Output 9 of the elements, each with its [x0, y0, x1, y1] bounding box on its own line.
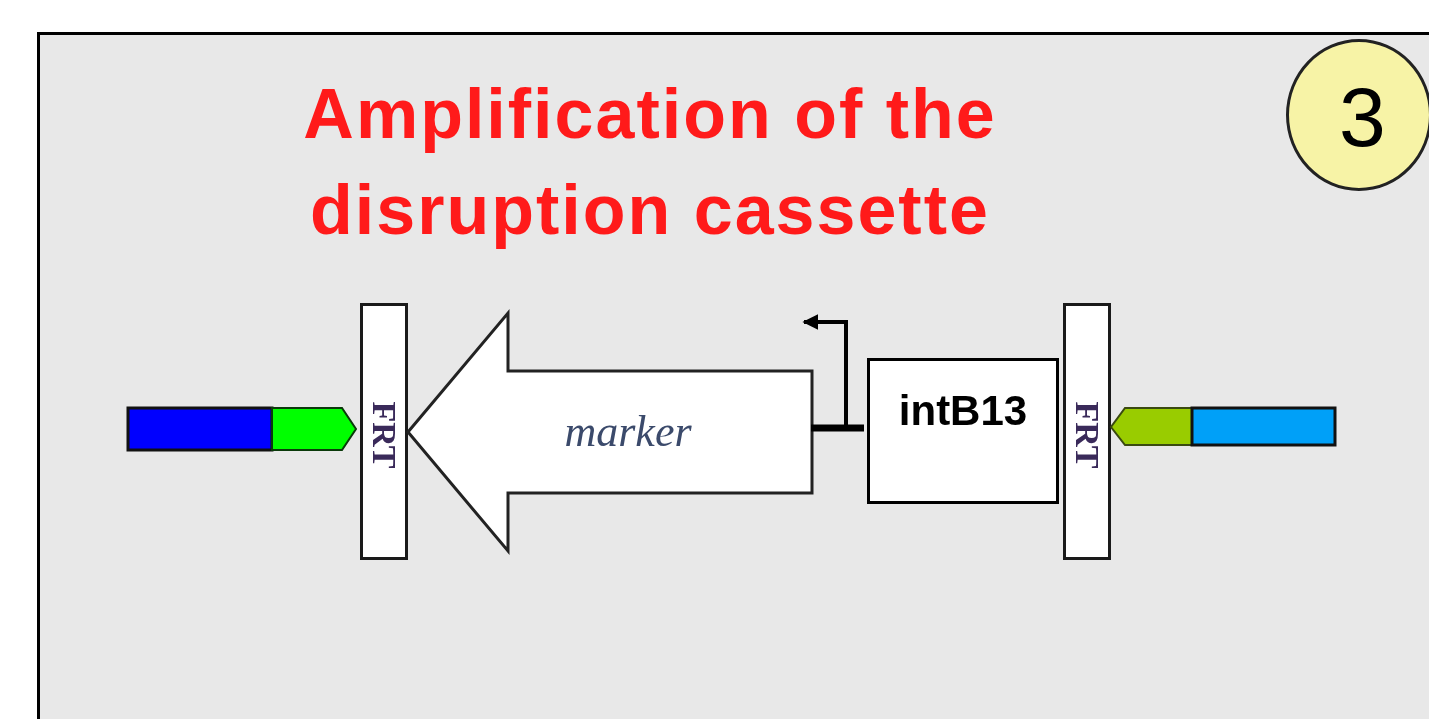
frt-site-bar [1063, 303, 1111, 560]
frt-label: FRT [1070, 400, 1104, 471]
step-number: 3 [1339, 72, 1386, 162]
gene-box [867, 358, 1059, 504]
frt-label: FRT [367, 400, 401, 471]
diagram-title: Amplification of the disruption cassette [302, 74, 998, 251]
gene-label: intB13 [897, 387, 1029, 435]
panel-background [37, 32, 1429, 719]
frt-site-bar [360, 303, 408, 560]
